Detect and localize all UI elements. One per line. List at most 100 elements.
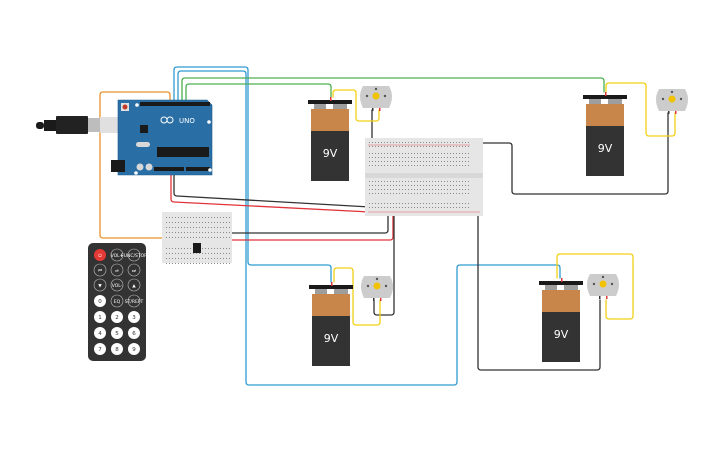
breadboard-hole[interactable]	[375, 193, 376, 194]
breadboard-hole[interactable]	[193, 258, 194, 259]
breadboard-hole[interactable]	[438, 203, 439, 204]
breadboard-hole[interactable]	[453, 181, 454, 182]
breadboard-hole[interactable]	[405, 142, 406, 143]
breadboard-hole[interactable]	[217, 263, 218, 264]
remote-button[interactable]: EQ	[110, 294, 124, 308]
breadboard-hole[interactable]	[429, 203, 430, 204]
breadboard-hole[interactable]	[456, 207, 457, 208]
breadboard-hole[interactable]	[453, 207, 454, 208]
breadboard-hole[interactable]	[369, 189, 370, 190]
breadboard-hole[interactable]	[462, 189, 463, 190]
wire-black-bb-motor-bl[interactable]	[373, 209, 395, 316]
breadboard-hole[interactable]	[408, 157, 409, 158]
reset-button[interactable]	[122, 104, 128, 110]
breadboard-hole[interactable]	[393, 153, 394, 154]
breadboard-hole[interactable]	[432, 142, 433, 143]
breadboard-hole[interactable]	[226, 227, 227, 228]
breadboard-hole[interactable]	[423, 165, 424, 166]
breadboard-hole[interactable]	[396, 185, 397, 186]
breadboard-hole[interactable]	[211, 227, 212, 228]
breadboard-hole[interactable]	[420, 185, 421, 186]
breadboard-hole[interactable]	[175, 227, 176, 228]
breadboard-hole[interactable]	[447, 161, 448, 162]
breadboard-hole[interactable]	[223, 232, 224, 233]
breadboard-hole[interactable]	[441, 165, 442, 166]
breadboard-hole[interactable]	[205, 263, 206, 264]
breadboard-hole[interactable]	[196, 253, 197, 254]
breadboard-hole[interactable]	[450, 146, 451, 147]
breadboard-hole[interactable]	[381, 203, 382, 204]
breadboard-hole[interactable]	[211, 258, 212, 259]
breadboard-hole[interactable]	[375, 146, 376, 147]
breadboard-hole[interactable]	[166, 258, 167, 259]
breadboard-hole[interactable]	[387, 146, 388, 147]
breadboard-hole[interactable]	[214, 248, 215, 249]
breadboard-hole[interactable]	[396, 207, 397, 208]
breadboard-hole[interactable]	[465, 193, 466, 194]
breadboard-hole[interactable]	[408, 142, 409, 143]
breadboard-hole[interactable]	[396, 146, 397, 147]
breadboard-hole[interactable]	[432, 157, 433, 158]
breadboard-hole[interactable]	[166, 253, 167, 254]
breadboard-hole[interactable]	[447, 146, 448, 147]
breadboard-hole[interactable]	[453, 203, 454, 204]
breadboard-hole[interactable]	[375, 157, 376, 158]
breadboard-hole[interactable]	[372, 157, 373, 158]
breadboard-hole[interactable]	[411, 157, 412, 158]
breadboard-hole[interactable]	[420, 207, 421, 208]
breadboard-hole[interactable]	[211, 217, 212, 218]
breadboard-hole[interactable]	[369, 153, 370, 154]
breadboard-hole[interactable]	[408, 189, 409, 190]
breadboard-hole[interactable]	[205, 258, 206, 259]
breadboard-hole[interactable]	[184, 263, 185, 264]
breadboard-hole[interactable]	[381, 165, 382, 166]
breadboard-hole[interactable]	[384, 142, 385, 143]
breadboard-hole[interactable]	[459, 146, 460, 147]
breadboard-hole[interactable]	[456, 185, 457, 186]
breadboard-hole[interactable]	[405, 207, 406, 208]
breadboard-hole[interactable]	[468, 161, 469, 162]
breadboard-hole[interactable]	[384, 146, 385, 147]
remote-button[interactable]: 7	[94, 343, 106, 355]
breadboard-hole[interactable]	[199, 237, 200, 238]
breadboard-hole[interactable]	[223, 253, 224, 254]
breadboard-hole[interactable]	[426, 157, 427, 158]
breadboard-hole[interactable]	[438, 189, 439, 190]
breadboard-hole[interactable]	[390, 193, 391, 194]
breadboard-hole[interactable]	[190, 258, 191, 259]
breadboard-hole[interactable]	[229, 253, 230, 254]
breadboard-hole[interactable]	[432, 203, 433, 204]
breadboard-hole[interactable]	[375, 181, 376, 182]
breadboard-hole[interactable]	[441, 193, 442, 194]
breadboard-hole[interactable]	[435, 146, 436, 147]
breadboard-hole[interactable]	[459, 165, 460, 166]
breadboard-hole[interactable]	[229, 217, 230, 218]
breadboard-hole[interactable]	[175, 217, 176, 218]
breadboard-hole[interactable]	[411, 193, 412, 194]
breadboard-hole[interactable]	[190, 248, 191, 249]
breadboard-hole[interactable]	[432, 165, 433, 166]
remote-button[interactable]: ST/REPT	[125, 294, 144, 308]
breadboard-hole[interactable]	[447, 181, 448, 182]
breadboard-hole[interactable]	[172, 258, 173, 259]
wire-yellow-tr[interactable]	[605, 82, 676, 137]
breadboard-hole[interactable]	[408, 146, 409, 147]
breadboard-hole[interactable]	[450, 185, 451, 186]
breadboard-hole[interactable]	[447, 193, 448, 194]
breadboard-hole[interactable]	[175, 253, 176, 254]
breadboard-hole[interactable]	[375, 207, 376, 208]
breadboard-hole[interactable]	[402, 165, 403, 166]
breadboard-hole[interactable]	[450, 157, 451, 158]
breadboard-hole[interactable]	[229, 237, 230, 238]
breadboard-hole[interactable]	[381, 193, 382, 194]
breadboard-hole[interactable]	[402, 193, 403, 194]
breadboard-hole[interactable]	[390, 157, 391, 158]
breadboard-hole[interactable]	[459, 203, 460, 204]
breadboard-hole[interactable]	[387, 181, 388, 182]
breadboard-hole[interactable]	[453, 161, 454, 162]
breadboard-hole[interactable]	[447, 153, 448, 154]
breadboard-hole[interactable]	[393, 165, 394, 166]
breadboard-hole[interactable]	[405, 193, 406, 194]
breadboard-hole[interactable]	[417, 207, 418, 208]
breadboard-hole[interactable]	[456, 161, 457, 162]
